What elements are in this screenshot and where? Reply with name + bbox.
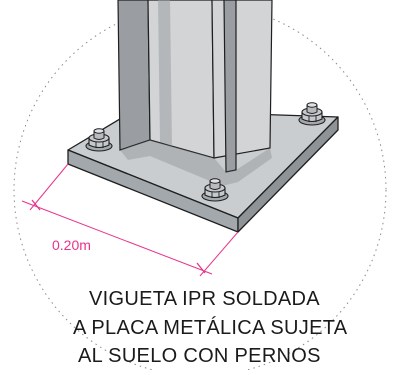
beam-base-shadow (120, 140, 272, 186)
dim-tick-right (196, 262, 206, 274)
beam-right-flange-edge (223, 0, 237, 173)
beam-web-shadow (158, 0, 172, 146)
caption-line-3: AL SUELO CON PERNOS (78, 345, 321, 367)
plate-side-face (237, 116, 339, 233)
caption-line-1: VIGUETA IPR SOLDADA (89, 288, 320, 310)
dim-line (21, 200, 213, 275)
dim-extension-left (29, 163, 69, 211)
beam-right-flange (211, 0, 273, 159)
bolt-stud-top (306, 102, 318, 108)
bolt-stud-top (93, 128, 105, 134)
anchor-bolts (85, 102, 326, 202)
bolt-back-left (85, 128, 113, 152)
bolt-stud-top (209, 178, 221, 184)
caption-line-2: A PLACA METÁLICA SUJETA (73, 317, 348, 339)
bolt-front (201, 178, 229, 202)
dimension-0-20m (21, 163, 239, 277)
beam-web (147, 0, 215, 159)
dimension-label: 0.20m (52, 237, 91, 253)
beam-left-flange (117, 0, 151, 151)
dim-tick-left (31, 199, 41, 211)
dim-extension-right (199, 231, 239, 277)
detail-circle (13, 3, 387, 375)
bolt-back-right (298, 102, 326, 126)
ipr-beam (117, 0, 273, 186)
